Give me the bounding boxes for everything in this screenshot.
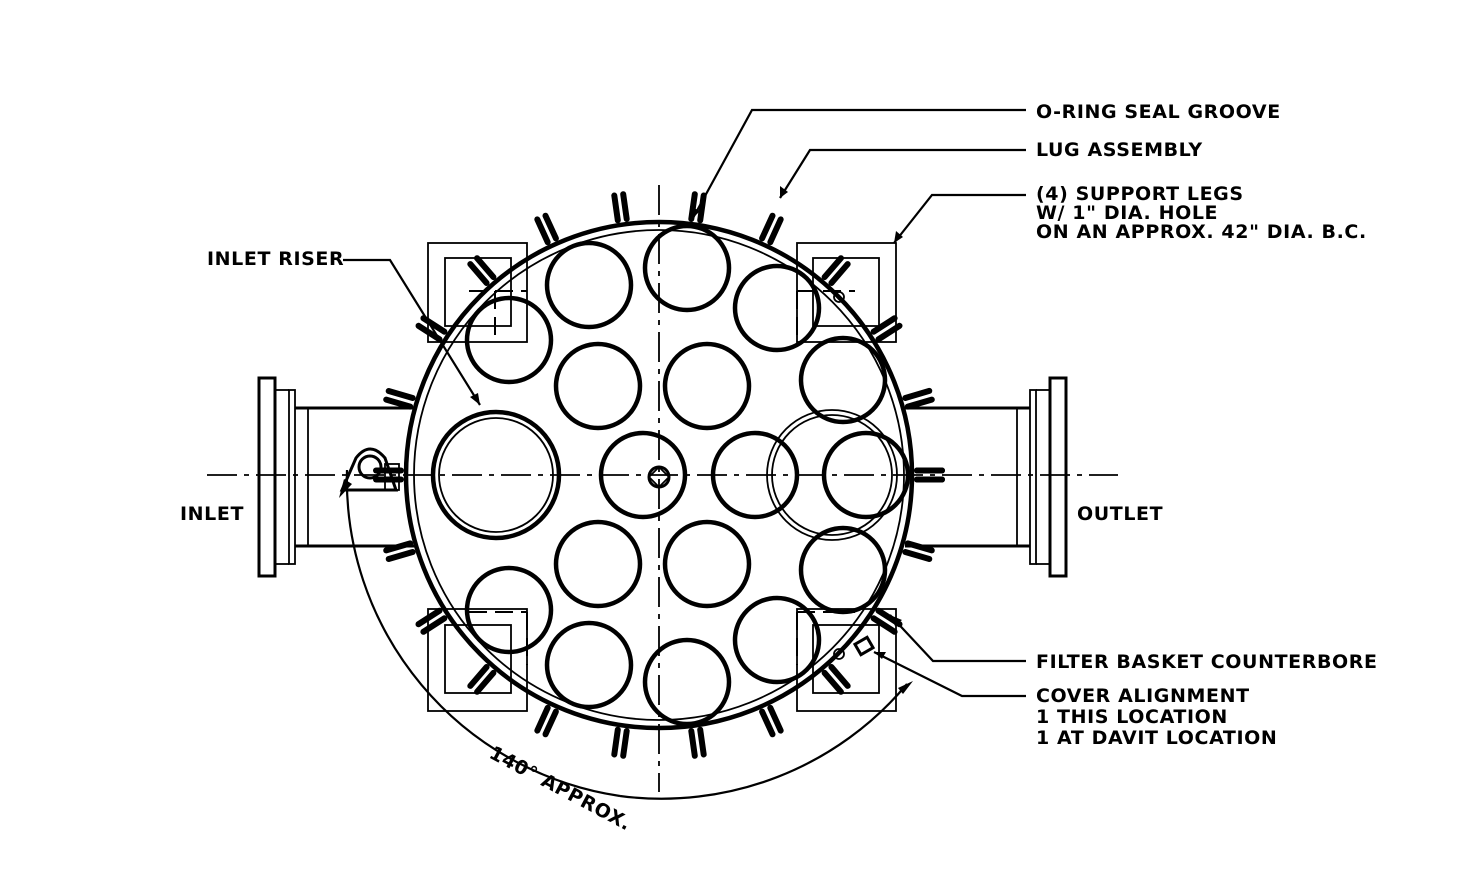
lug-bolt xyxy=(620,728,630,759)
lug-bolt xyxy=(542,708,559,738)
lug-bolt xyxy=(821,255,844,281)
lug-bolt xyxy=(415,607,443,628)
inlet-riser xyxy=(430,409,562,541)
counterbore-leader xyxy=(889,614,1026,663)
filter-basket xyxy=(662,519,752,609)
lug-bolt xyxy=(688,191,698,222)
counterbore-label: FILTER BASKET COUNTERBORE xyxy=(1036,651,1378,673)
lug-leader xyxy=(779,148,1026,199)
legs-label-line2: W/ 1" DIA. HOLE xyxy=(1036,202,1218,224)
lug-bolt xyxy=(767,704,784,734)
lug-bolt xyxy=(383,540,414,554)
lug-bolt xyxy=(474,255,497,281)
lug-bolt xyxy=(415,322,443,343)
lug-bolt xyxy=(875,322,903,343)
leader-lines xyxy=(343,108,1026,698)
filter-basket xyxy=(598,430,688,520)
lug-label: LUG ASSEMBLY xyxy=(1036,139,1203,161)
filter-basket xyxy=(553,341,643,431)
cover-leader xyxy=(873,651,1026,698)
filter-basket xyxy=(464,565,554,655)
lug-bolt xyxy=(759,212,776,242)
lug-bolt xyxy=(542,212,559,242)
lug-bolt xyxy=(870,615,898,635)
oring-leader xyxy=(692,108,1026,219)
lug-bolt xyxy=(904,540,935,554)
filter-basket xyxy=(732,263,822,353)
lug-bolt xyxy=(611,192,621,224)
lug-bolt xyxy=(474,669,497,695)
filter-basket xyxy=(642,637,732,727)
filter-basket xyxy=(798,525,888,615)
lug-bolt xyxy=(620,191,630,222)
lug-bolt xyxy=(611,726,621,758)
counterbore-ring-inner xyxy=(771,414,893,536)
outlet-label: OUTLET xyxy=(1077,503,1163,525)
center-post xyxy=(647,465,671,489)
filter-basket xyxy=(732,595,822,685)
lug-bolt xyxy=(420,615,448,635)
cover-label-line2: 1 THIS LOCATION xyxy=(1036,706,1228,728)
filter-basket xyxy=(553,519,643,609)
filter-basket xyxy=(662,341,752,431)
support-leg-bottom-left xyxy=(427,608,528,712)
oring-label: O-RING SEAL GROOVE xyxy=(1036,101,1281,123)
filter-basket xyxy=(642,223,732,313)
outlet-nozzle xyxy=(905,376,1068,578)
lug-bolt xyxy=(870,315,898,335)
inlet-riser-label: INLET RISER xyxy=(207,248,344,270)
lug-bolt xyxy=(828,664,851,689)
angle-dimension xyxy=(339,469,913,800)
vessel-shell xyxy=(403,219,915,731)
lug-bolt xyxy=(467,261,490,286)
filter-baskets xyxy=(464,223,911,727)
cover-label-line1: COVER ALIGNMENT xyxy=(1036,685,1250,707)
lug-bolt xyxy=(467,664,490,689)
riser-leader xyxy=(343,258,481,406)
lug-bolt xyxy=(902,549,933,562)
lug-bolt xyxy=(828,261,851,286)
lug-bolt xyxy=(385,549,416,562)
legs-label-line1: (4) SUPPORT LEGS xyxy=(1036,183,1244,205)
filter-basket xyxy=(464,295,554,385)
cover-label-line3: 1 AT DAVIT LOCATION xyxy=(1036,727,1277,749)
lug-bolt xyxy=(759,708,776,738)
counterbore-ring xyxy=(766,409,898,541)
lug-bolt xyxy=(385,388,416,401)
davit-bracket xyxy=(339,447,400,492)
lug-bolt xyxy=(904,396,935,410)
filter-basket xyxy=(821,430,911,520)
filter-basket xyxy=(544,240,634,330)
lug-bolt xyxy=(688,728,698,759)
filter-basket xyxy=(710,430,800,520)
legs-label-line3: ON AN APPROX. 42" DIA. B.C. xyxy=(1036,221,1367,243)
lug-bolt xyxy=(767,216,784,246)
lug-bolt xyxy=(902,387,933,401)
lug-assemblies xyxy=(373,191,945,759)
lug-bolt xyxy=(697,726,707,758)
lug-bolt xyxy=(534,216,551,246)
legs-leader xyxy=(893,193,1026,244)
lug-bolt xyxy=(383,396,414,410)
lug-bolt xyxy=(534,704,551,734)
inlet-label: INLET xyxy=(180,503,244,525)
cover-alignment-pins xyxy=(833,291,876,660)
filter-basket xyxy=(798,335,888,425)
filter-basket xyxy=(544,620,634,710)
lug-bolt xyxy=(821,669,844,695)
